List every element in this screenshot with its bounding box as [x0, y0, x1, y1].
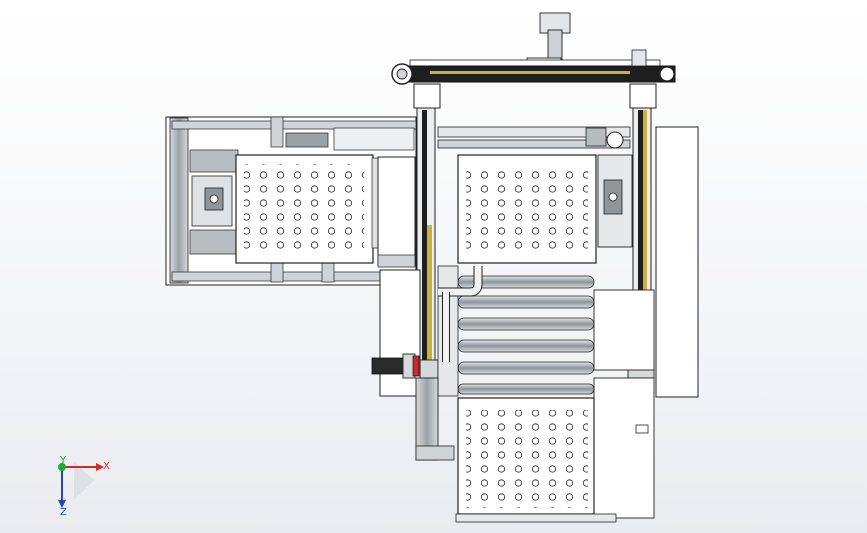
center-belt-rail	[437, 126, 631, 149]
bent-pipe	[438, 266, 483, 362]
coordinate-triad-icon	[58, 462, 104, 508]
left-vertical-guide	[411, 83, 441, 379]
z-axis-label: Z	[60, 507, 67, 518]
x-axis-label: X	[103, 461, 110, 472]
left-perforated-plate	[235, 154, 383, 264]
drive-motor	[371, 353, 420, 379]
gantry-top-assembly	[391, 12, 676, 85]
roller-conveyor	[379, 265, 595, 397]
left-station-side-module	[377, 156, 416, 268]
y-axis-label: Y	[59, 455, 67, 466]
center-perforated-plate	[457, 154, 633, 264]
lower-vertical-frame	[415, 377, 455, 461]
bottom-perforated-plate	[455, 397, 617, 523]
right-side-panel	[593, 126, 699, 519]
